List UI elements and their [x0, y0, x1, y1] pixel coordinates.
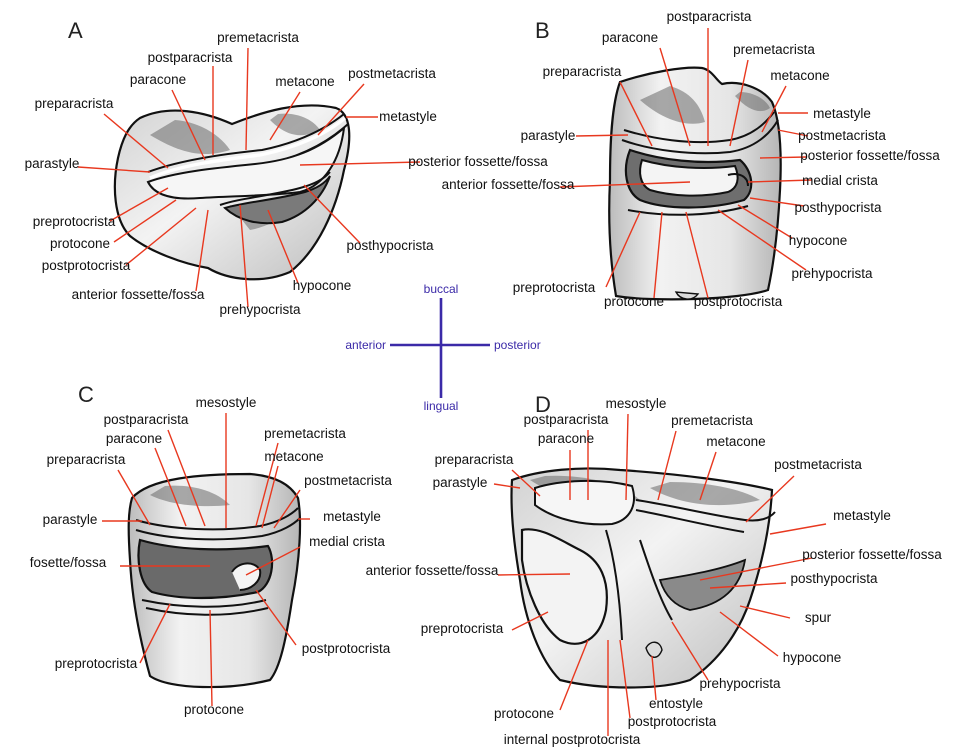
tooth-drawing-c	[129, 474, 300, 687]
label-c-metacone: metacone	[264, 449, 323, 464]
panel-letter-b: B	[535, 18, 550, 43]
label-a-paracone: paracone	[130, 72, 186, 87]
label-d-spur: spur	[805, 610, 832, 625]
label-c-preprotocrista: preprotocrista	[55, 656, 138, 671]
label-a-parastyle: parastyle	[25, 156, 80, 171]
label-d-anterior-fossette-fossa: anterior fossette/fossa	[366, 563, 499, 578]
label-b-prehypocrista: prehypocrista	[791, 266, 873, 281]
label-c-parastyle: parastyle	[43, 512, 98, 527]
label-d-protocone: protocone	[494, 706, 554, 721]
label-d-posthypocrista: posthypocrista	[790, 571, 878, 586]
label-b-premetacrista: premetacrista	[733, 42, 815, 57]
label-a-metacone: metacone	[275, 74, 334, 89]
label-d-parastyle: parastyle	[433, 475, 488, 490]
label-b-parastyle: parastyle	[521, 128, 576, 143]
label-a-protocone: protocone	[50, 236, 110, 251]
label-b-anterior-fossette-fossa: anterior fossette/fossa	[442, 177, 575, 192]
label-b-hypocone: hypocone	[789, 233, 848, 248]
panel-letter-c: C	[78, 382, 94, 407]
label-c-postprotocrista: postprotocrista	[302, 641, 391, 656]
leader-line-d-anterior-fossette-fossa	[498, 574, 570, 575]
label-d-premetacrista: premetacrista	[671, 413, 753, 428]
label-d-metastyle: metastyle	[833, 508, 891, 523]
label-c-metastyle: metastyle	[323, 509, 381, 524]
tooth-drawing-a	[115, 105, 349, 279]
label-a-postprotocrista: postprotocrista	[42, 258, 131, 273]
orientation-compass: buccal lingual anterior posterior	[345, 282, 540, 413]
panel-letter-a: A	[68, 18, 83, 43]
compass-posterior-label: posterior	[494, 338, 541, 352]
leader-line-b-parastyle	[576, 135, 628, 136]
label-d-postprotocrista: postprotocrista	[628, 714, 717, 729]
label-b-postmetacrista: postmetacrista	[798, 128, 886, 143]
label-a-hypocone: hypocone	[293, 278, 352, 293]
leader-line-d-metastyle	[770, 524, 826, 534]
label-d-prehypocrista: prehypocrista	[699, 676, 781, 691]
label-d-mesostyle: mesostyle	[606, 396, 667, 411]
label-b-medial-crista: medial crista	[802, 173, 878, 188]
label-b-metastyle: metastyle	[813, 106, 871, 121]
label-b-protocone: protocone	[604, 294, 664, 309]
label-d-internal-postprotocrista: internal postprotocrista	[504, 732, 641, 747]
label-c-medial-crista: medial crista	[309, 534, 385, 549]
label-d-entostyle: entostyle	[649, 696, 703, 711]
label-c-postparacrista: postparacrista	[104, 412, 189, 427]
label-c-preparacrista: preparacrista	[47, 452, 126, 467]
label-b-paracone: paracone	[602, 30, 658, 45]
label-d-metacone: metacone	[706, 434, 765, 449]
compass-buccal-label: buccal	[424, 282, 459, 296]
compass-anterior-label: anterior	[345, 338, 386, 352]
label-c-fosette-fossa: fosette/fossa	[30, 555, 107, 570]
label-b-preprotocrista: preprotocrista	[513, 280, 596, 295]
label-b-posthypocrista: posthypocrista	[794, 200, 882, 215]
tooth-drawing-d	[511, 468, 775, 687]
label-b-postparacrista: postparacrista	[667, 9, 752, 24]
label-b-postprotocrista: postprotocrista	[694, 294, 783, 309]
label-a-premetacrista: premetacrista	[217, 30, 299, 45]
label-d-postmetacrista: postmetacrista	[774, 457, 862, 472]
label-d-preparacrista: preparacrista	[435, 452, 514, 467]
label-a-anterior-fossette-fossa: anterior fossette/fossa	[72, 287, 205, 302]
label-a-preparacrista: preparacrista	[35, 96, 114, 111]
label-b-preparacrista: preparacrista	[543, 64, 622, 79]
label-a-postparacrista: postparacrista	[148, 50, 233, 65]
leader-line-d-spur	[740, 606, 790, 618]
compass-lingual-label: lingual	[424, 399, 459, 413]
label-c-mesostyle: mesostyle	[196, 395, 257, 410]
label-a-posterior-fossette-fossa: posterior fossette/fossa	[408, 154, 548, 169]
label-c-premetacrista: premetacrista	[264, 426, 346, 441]
label-d-hypocone: hypocone	[783, 650, 842, 665]
leader-line-b-posterior-fossette-fossa	[760, 157, 806, 158]
label-a-postmetacrista: postmetacrista	[348, 66, 436, 81]
label-c-paracone: paracone	[106, 431, 162, 446]
label-d-paracone: paracone	[538, 431, 594, 446]
label-d-posterior-fossette-fossa: posterior fossette/fossa	[802, 547, 942, 562]
label-b-posterior-fossette-fossa: posterior fossette/fossa	[800, 148, 940, 163]
label-c-protocone: protocone	[184, 702, 244, 717]
label-b-metacone: metacone	[770, 68, 829, 83]
label-a-posthypocrista: posthypocrista	[346, 238, 434, 253]
label-a-metastyle: metastyle	[379, 109, 437, 124]
label-c-postmetacrista: postmetacrista	[304, 473, 392, 488]
label-d-postparacrista: postparacrista	[524, 412, 609, 427]
label-d-preprotocrista: preprotocrista	[421, 621, 504, 636]
label-a-prehypocrista: prehypocrista	[219, 302, 301, 317]
label-a-preprotocrista: preprotocrista	[33, 214, 116, 229]
